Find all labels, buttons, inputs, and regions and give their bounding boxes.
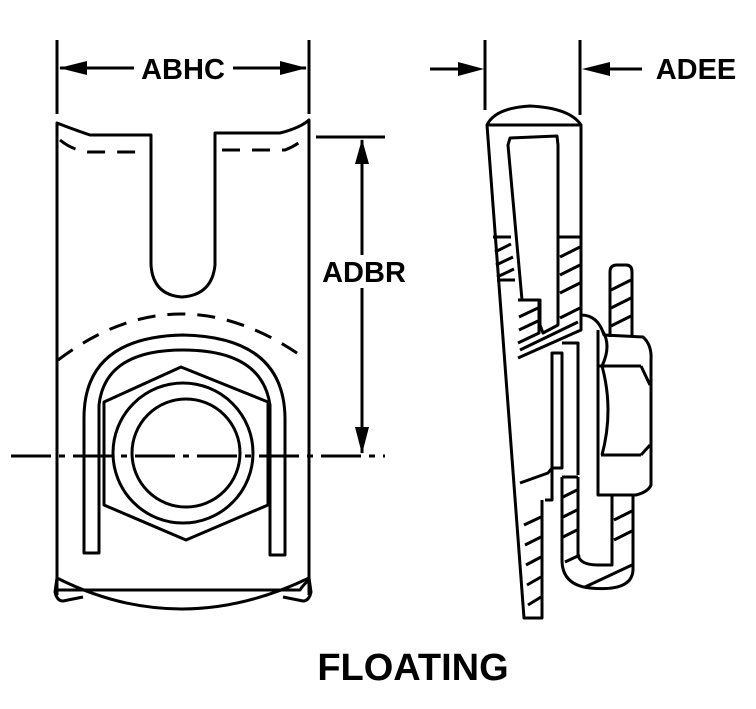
diagonal-plate (517, 312, 583, 360)
adbr-arrow-bottom (355, 427, 369, 454)
abhc-label: ABHC (141, 54, 225, 86)
spring-top-tab (608, 263, 634, 337)
nut-chamfer (639, 365, 652, 457)
nut-curve (600, 329, 610, 456)
hex-nut-side (580, 313, 653, 497)
abhc-arrow-left (59, 61, 87, 75)
hatch-lower-left (523, 515, 542, 607)
hatch-diagonal (519, 320, 579, 352)
nut-outer-circle (111, 381, 255, 525)
dome-top (485, 104, 583, 127)
hatch-spring-bend (562, 488, 633, 589)
adee-arrow-right (582, 62, 610, 76)
adee-label: ADEE (656, 54, 737, 86)
nut-bore-circle (130, 397, 242, 509)
bottom-curve (56, 576, 310, 611)
hatch-right-upper (559, 245, 581, 320)
retainer-spring (82, 333, 287, 557)
inner-strip (550, 351, 564, 470)
inner-strip-right (562, 341, 580, 475)
hatch-left-upper (494, 242, 515, 279)
adbr-label: ADBR (322, 257, 406, 289)
front-view: ABHC ADBR (11, 40, 406, 611)
side-section-view: ADEE (430, 40, 737, 620)
diagram-caption: FLOATING (317, 647, 508, 689)
hex-nut (102, 365, 270, 542)
adee-arrow-left (458, 62, 484, 76)
clip-body-outline (55, 118, 311, 592)
abhc-arrow-right (280, 61, 307, 75)
spring-bend-inner (576, 477, 614, 567)
top-fold-hidden-left (59, 138, 146, 154)
lower-left-block (519, 466, 554, 502)
spring-bend-outer (560, 477, 635, 591)
inner-block (517, 298, 541, 345)
bottom-tab-right (282, 577, 313, 603)
hatch-inner-block (518, 306, 539, 332)
adbr-arrow-top (355, 139, 369, 164)
bottom-tab-left (53, 577, 84, 603)
top-fold-hidden-right (222, 134, 309, 152)
inner-slot (506, 134, 560, 335)
outer-plate (485, 124, 544, 620)
hidden-arc (57, 312, 308, 362)
hatch-spring-tab (610, 278, 632, 328)
